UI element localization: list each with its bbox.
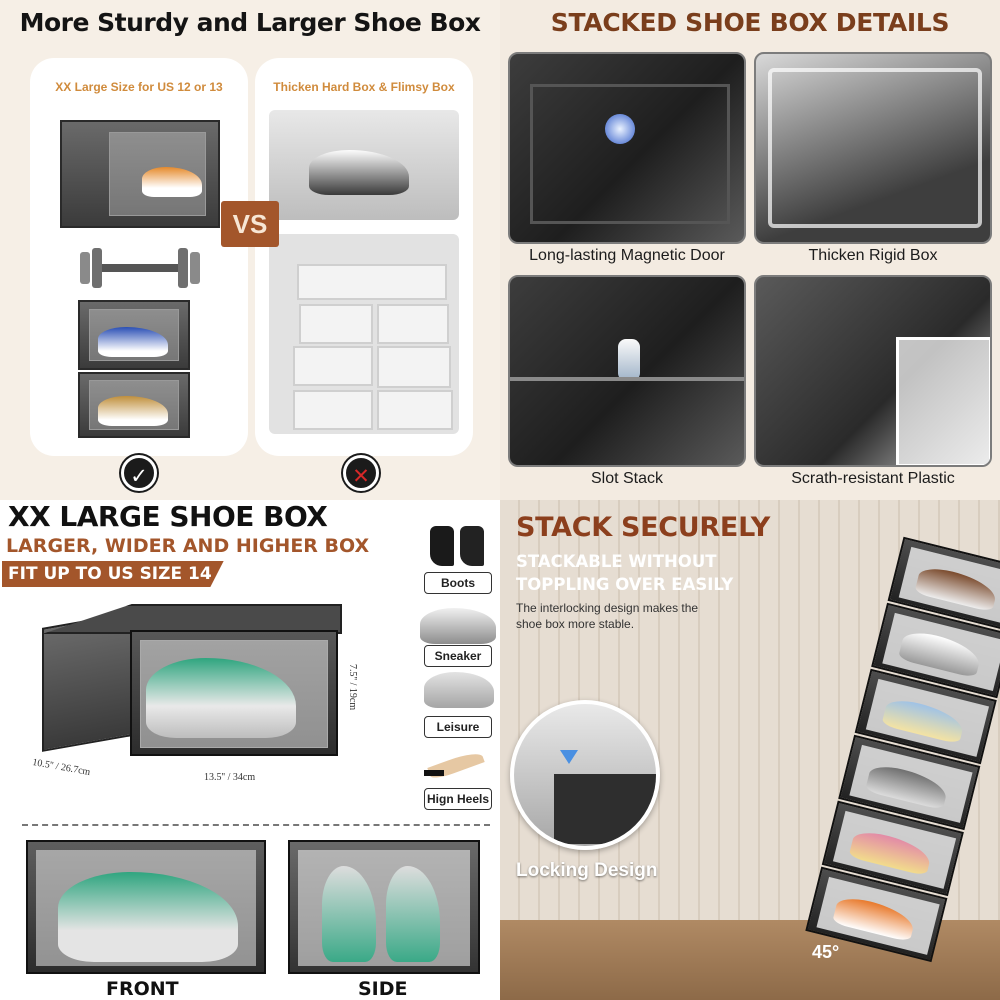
locking-detail-image: [510, 700, 660, 850]
hard-box-photo: [269, 110, 459, 220]
height-dimension: 7.5'' / 19cm: [347, 664, 358, 711]
sneaker-icon: [420, 608, 496, 644]
stacking-panel: STACK SECURELY STACKABLE WITHOUT TOPPLIN…: [500, 500, 1000, 1000]
front-label: FRONT: [106, 978, 179, 1000]
large-box-label: XX Large Size for US 12 or 13: [55, 80, 223, 94]
size-title: XX LARGE SHOE BOX: [8, 500, 328, 533]
scratch-resistant-image: [754, 275, 992, 467]
angle-label: 45°: [812, 942, 840, 962]
stack-title: STACK SECURELY: [516, 512, 771, 543]
comparison-panel: More Sturdy and Larger Shoe Box XX Large…: [0, 0, 500, 500]
vs-badge: VS: [221, 201, 279, 247]
rigid-box-image: [754, 52, 992, 244]
flimsy-box-photo: [269, 234, 459, 434]
high-heels-icon: [422, 740, 492, 784]
details-panel: STACKED SHOE BOX DETAILS Long-lasting Ma…: [500, 0, 1000, 500]
fit-badge: FIT UP TO US SIZE 14: [2, 561, 224, 587]
xl-shoe-box-image: [42, 604, 342, 760]
rigid-box-caption: Thicken Rigid Box: [808, 247, 938, 264]
flimsy-box-card: Thicken Hard Box & Flimsy Box: [255, 58, 473, 456]
boots-label: Boots: [424, 572, 492, 594]
details-title: STACKED SHOE BOX DETAILS: [550, 8, 950, 37]
dashed-divider: [22, 824, 490, 826]
size-subtitle: LARGER, WIDER AND HIGHER BOX: [6, 535, 370, 557]
scratch-resistant-caption: Scrath-resistant Plastic: [791, 470, 955, 487]
magnetic-door-image: [508, 52, 746, 244]
stacked-box-blue-shoe: [78, 300, 190, 370]
width-dimension: 13.5'' / 34cm: [204, 772, 256, 783]
arrow-down-icon: [560, 750, 578, 764]
leisure-label: Leisure: [424, 716, 492, 738]
slot-stack-caption: Slot Stack: [590, 470, 664, 487]
size-panel: XX LARGE SHOE BOX LARGER, WIDER AND HIGH…: [0, 500, 500, 1000]
comparison-title: More Sturdy and Larger Shoe Box: [19, 8, 481, 37]
boots-icon: [426, 522, 490, 568]
depth-dimension: 10.5'' / 26.7cm: [31, 756, 92, 779]
leisure-icon: [424, 672, 494, 708]
dumbbell-icon: [80, 248, 200, 288]
large-box-card: XX Large Size for US 12 or 13: [30, 58, 248, 456]
cross-icon: ✕: [343, 455, 379, 491]
side-label: SIDE: [358, 978, 408, 1000]
front-view-image: [26, 840, 266, 974]
large-shoe-box-image: [60, 120, 220, 228]
high-heels-label: Hign Heels: [424, 788, 492, 810]
side-view-image: [288, 840, 480, 974]
magnetic-door-caption: Long-lasting Magnetic Door: [529, 247, 725, 264]
check-icon: ✓: [121, 455, 157, 491]
locking-design-label: Locking Design: [516, 860, 658, 881]
stack-description: The interlocking design makes the shoe b…: [516, 601, 699, 631]
stacked-box-tan-shoe: [78, 372, 190, 438]
flimsy-box-label: Thicken Hard Box & Flimsy Box: [273, 80, 455, 94]
stack-subtitle: STACKABLE WITHOUT TOPPLING OVER EASILY: [516, 552, 734, 594]
sneaker-label: Sneaker: [424, 645, 492, 667]
slot-stack-image: [508, 275, 746, 467]
